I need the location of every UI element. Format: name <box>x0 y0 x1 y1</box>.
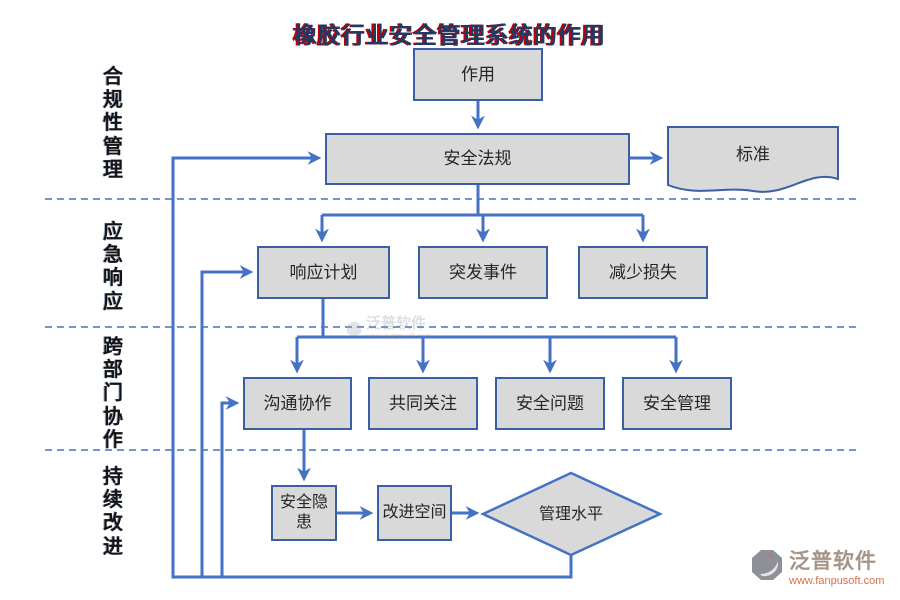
node-hidden-danger: 安全隐患 <box>271 485 337 541</box>
fanpu-logo-icon <box>752 550 782 580</box>
fanpu-logo-name: 泛普软件 <box>789 549 877 573</box>
node-safety-regulations: 安全法规 <box>325 133 630 185</box>
lane-label-compliance: 合规性管理 <box>103 66 123 181</box>
node-response-plan: 响应计划 <box>257 246 390 299</box>
lane-label-emergency: 应急响应 <box>103 221 123 313</box>
lane-divider-lines <box>45 198 858 451</box>
node-common-concern: 共同关注 <box>368 377 478 430</box>
document-shape-standard <box>667 126 839 193</box>
lane-label-crossdept: 跨部门协作 <box>103 336 123 451</box>
connector-arrows <box>171 101 683 579</box>
lane-label-improvement: 持续改进 <box>103 466 123 558</box>
fanpu-logo-url: www.fanpusoft.com <box>789 575 885 587</box>
node-emergency-event: 突发事件 <box>418 246 548 299</box>
node-communication: 沟通协作 <box>243 377 352 430</box>
node-improvement-space: 改进空间 <box>377 485 452 541</box>
diagram-title: 橡胶行业安全管理系统的作用 <box>294 23 606 48</box>
node-safety-issues: 安全问题 <box>495 377 605 430</box>
node-role: 作用 <box>413 48 543 101</box>
node-standard-label: 标准 <box>736 145 770 165</box>
node-reduce-loss: 减少损失 <box>578 246 708 299</box>
fanpu-logo: 泛普软件 www.fanpusoft.com <box>750 548 884 587</box>
node-management-level-label: 管理水平 <box>538 506 603 523</box>
node-safety-management: 安全管理 <box>622 377 732 430</box>
